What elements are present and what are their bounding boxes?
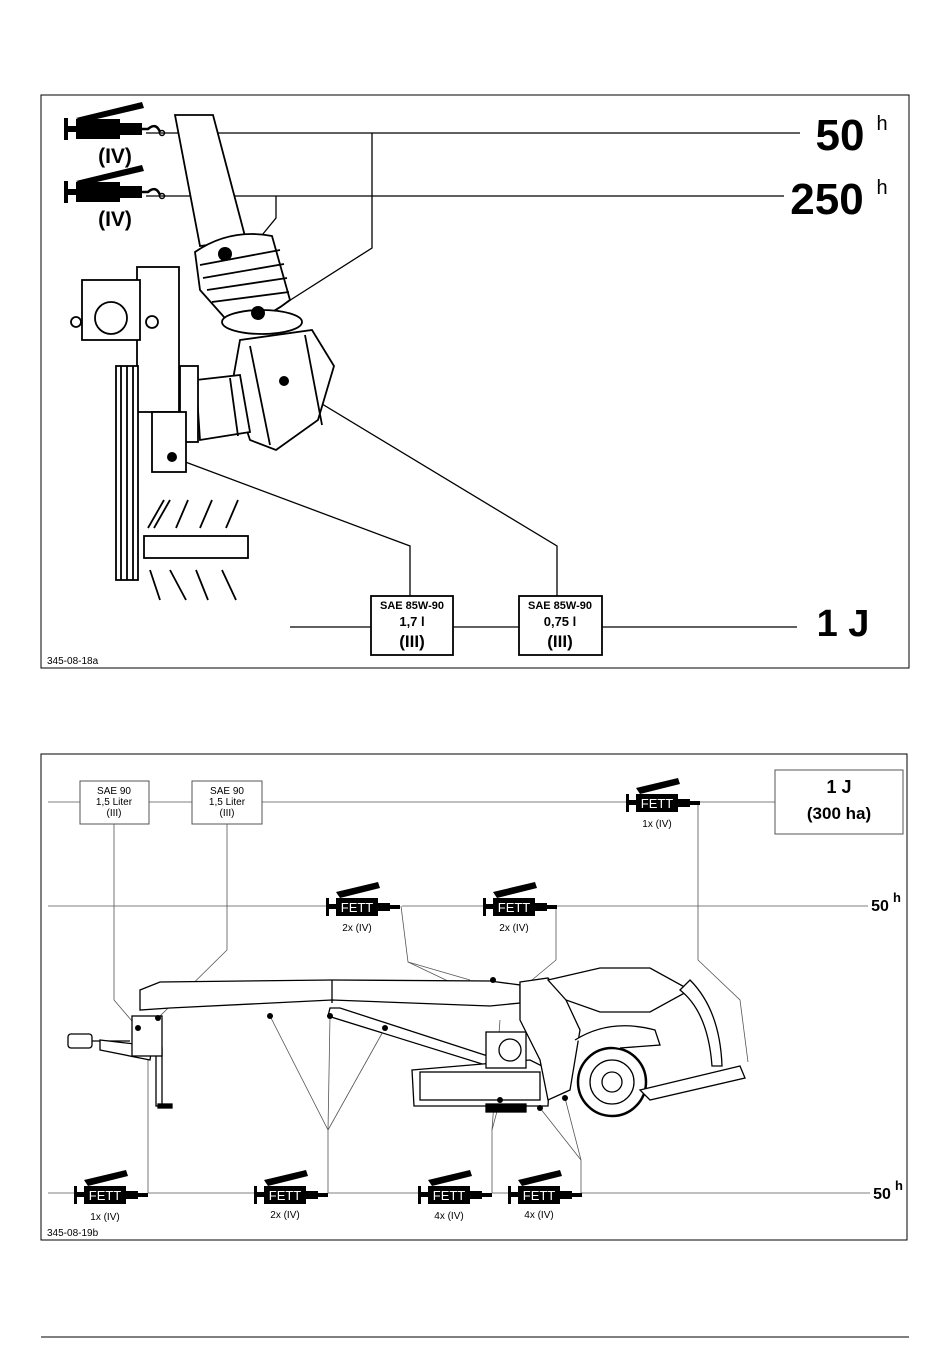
gun-label: FETT [269, 1188, 302, 1203]
diagram-2-mower: SAE 90 1,5 Liter (III) SAE 90 1,5 Liter … [41, 754, 907, 1240]
grease-gun-fett: FETT 4x (IV) [418, 1170, 492, 1222]
grease-gun-fett: FETT 2x (IV) [254, 1170, 328, 1221]
grease-gun-icon [64, 165, 165, 203]
oil-box: SAE 85W-90 1,7 l (III) [371, 596, 453, 655]
oil-roman: (III) [399, 632, 425, 651]
gun-label: FETT [89, 1188, 122, 1203]
grease-count: 2x (IV) [270, 1210, 299, 1221]
gun-label: FETT [523, 1188, 556, 1203]
grease-gun-fett: FETT 4x (IV) [508, 1170, 582, 1221]
oil-amount: 1,5 Liter [209, 797, 246, 808]
year-interval-title: 1 J [826, 777, 851, 797]
oil-amount: 1,7 l [399, 614, 424, 629]
interval-50-label: 50 [871, 898, 889, 915]
gun-label: FETT [498, 900, 531, 915]
grease-count: 2x (IV) [342, 923, 371, 934]
gun-label: FETT [433, 1188, 466, 1203]
grease-count: 4x (IV) [524, 1210, 553, 1221]
grease-roman-label: (IV) [98, 145, 132, 168]
hour-unit: h [895, 1178, 903, 1193]
oil-box: SAE 85W-90 0,75 l (III) [519, 596, 602, 655]
grease-gun-icon [64, 102, 165, 140]
gun-label: FETT [641, 796, 674, 811]
oil-box: SAE 90 1,5 Liter (III) [192, 781, 262, 824]
grease-count: 1x (IV) [90, 1212, 119, 1223]
interval-50-label: 50 [816, 111, 865, 160]
oil-box: SAE 90 1,5 Liter (III) [80, 781, 149, 824]
grease-count: 4x (IV) [434, 1211, 463, 1222]
grease-count: 1x (IV) [642, 819, 671, 830]
year-interval-subtitle: (300 ha) [807, 804, 871, 823]
hour-unit: h [876, 113, 887, 135]
interval-250-label: 250 [790, 175, 863, 224]
oil-type: SAE 85W-90 [528, 600, 592, 612]
oil-type: SAE 85W-90 [380, 600, 444, 612]
diagram-1-gearbox: (IV) (IV) 50 h 250 h 1 J SAE 85W-90 1,7 … [41, 95, 909, 668]
grease-roman-label: (IV) [98, 208, 132, 231]
year-interval-box: 1 J (300 ha) [775, 770, 903, 834]
grease-gun-fett: FETT 2x (IV) [483, 882, 557, 934]
hour-unit: h [876, 177, 887, 199]
hour-unit: h [893, 890, 901, 905]
figure-code: 345-08-19b [47, 1228, 99, 1239]
interval-50-label: 50 [873, 1186, 891, 1203]
mower-illustration [68, 968, 745, 1116]
oil-roman: (III) [107, 808, 122, 819]
oil-roman: (III) [547, 632, 573, 651]
grease-gun-fett: FETT 2x (IV) [326, 882, 400, 934]
grease-gun-fett: FETT 1x (IV) [626, 778, 700, 830]
oil-type: SAE 90 [97, 786, 131, 797]
grease-gun-fett: FETT 1x (IV) [74, 1170, 148, 1223]
oil-amount: 1,5 Liter [96, 797, 133, 808]
oil-type: SAE 90 [210, 786, 244, 797]
grease-count: 2x (IV) [499, 923, 528, 934]
gun-label: FETT [341, 900, 374, 915]
interval-year-label: 1 J [817, 603, 870, 645]
figure-code: 345-08-18a [47, 656, 99, 667]
oil-roman: (III) [220, 808, 235, 819]
oil-amount: 0,75 l [544, 614, 577, 629]
